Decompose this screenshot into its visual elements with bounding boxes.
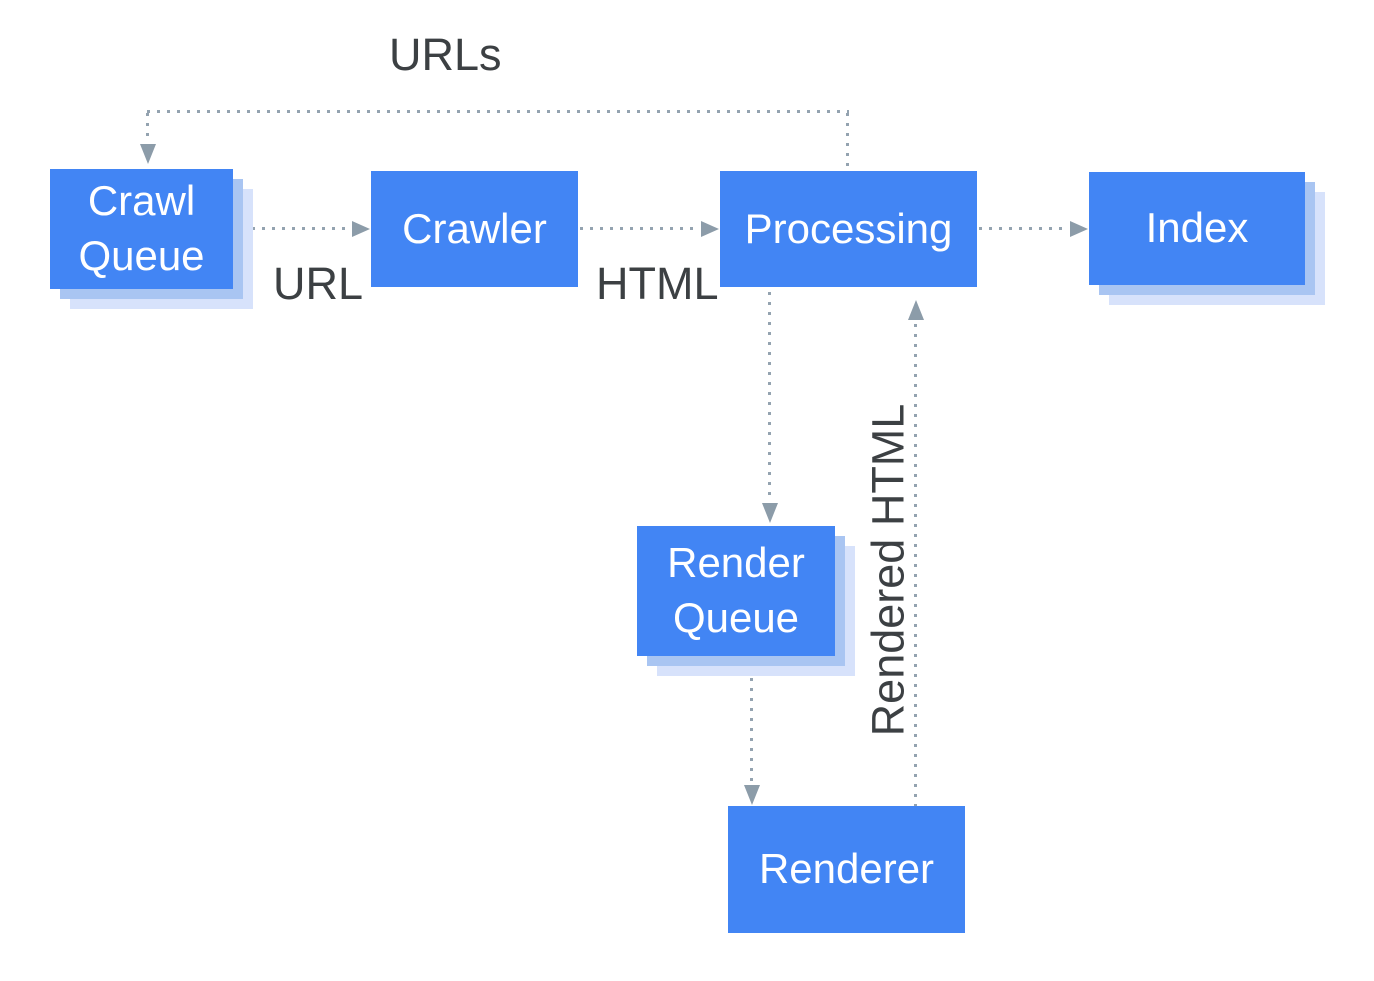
arrowhead-up-into-processing-icon: [908, 300, 924, 320]
node-renderer: Renderer: [728, 806, 965, 933]
edge-processing-index-line: [979, 227, 1067, 230]
node-processing: Processing: [720, 171, 977, 287]
edge-label-html: HTML: [596, 258, 719, 309]
node-crawl-queue-label: Crawl Queue: [78, 177, 205, 279]
edge-processing-renderqueue-line: [768, 292, 771, 500]
node-crawler: Crawler: [371, 171, 578, 287]
edge-renderqueue-renderer-line: [750, 678, 753, 781]
node-crawl-queue: Crawl Queue: [50, 169, 233, 289]
node-renderer-label: Renderer: [758, 845, 935, 893]
node-crawler-label: Crawler: [402, 204, 547, 252]
arrowhead-into-renderer-icon: [744, 785, 760, 805]
edge-rendered-html-line: [914, 324, 917, 806]
edge-label-urls: URLs: [389, 29, 502, 80]
node-render-queue-label: Render Queue: [667, 539, 805, 641]
edge-urls-top-line: [147, 110, 849, 113]
edge-urls-left-line: [146, 113, 149, 142]
arrowhead-into-crawl-queue-icon: [140, 144, 156, 164]
node-index: Index: [1089, 172, 1305, 285]
arrowhead-into-crawler-icon: [352, 221, 370, 237]
node-processing-label: Processing: [744, 204, 953, 252]
node-render-queue: Render Queue: [637, 526, 835, 656]
arrowhead-into-processing-icon: [701, 221, 719, 237]
edge-label-rendered-html: Rendered HTML: [862, 403, 914, 737]
edge-label-url: URL: [273, 258, 364, 309]
edge-url-line: [252, 227, 349, 230]
arrowhead-into-index-icon: [1070, 221, 1088, 237]
edge-urls-right-line: [846, 113, 849, 171]
edge-html-line: [580, 227, 698, 230]
node-index-label: Index: [1145, 204, 1249, 252]
arrowhead-into-render-queue-icon: [762, 503, 778, 523]
